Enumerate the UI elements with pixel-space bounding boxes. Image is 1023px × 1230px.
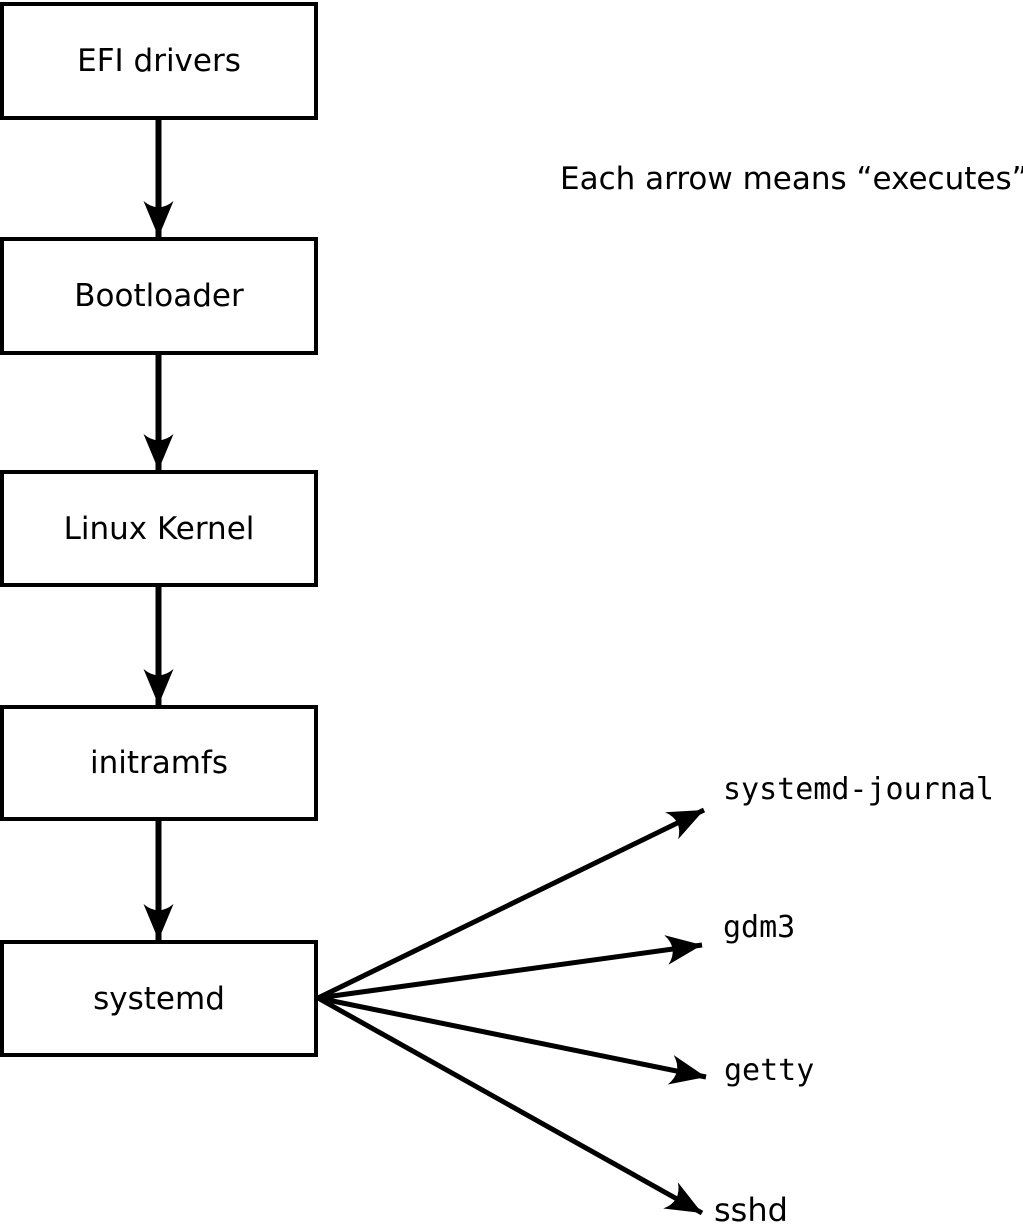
- note-text: Each arrow means “executes”.: [560, 161, 1023, 197]
- arrow-systemd-to-gdm3: [317, 935, 703, 1001]
- proc-label-getty: getty: [724, 1053, 815, 1088]
- node-efi-drivers-label: EFI drivers: [77, 43, 241, 79]
- node-bootloader: Bootloader: [0, 237, 318, 355]
- node-initramfs: initramfs: [0, 705, 318, 821]
- arrow-systemd-to-getty: [317, 995, 707, 1085]
- node-initramfs-label: initramfs: [89, 745, 229, 781]
- proc-label-gdm3: gdm3: [723, 910, 796, 945]
- node-linux-kernel-label: Linux Kernel: [63, 510, 255, 547]
- node-systemd-label: systemd: [93, 980, 225, 1017]
- node-systemd: systemd: [0, 940, 318, 1057]
- arrow-systemd-to-sshd: [316, 995, 704, 1216]
- node-linux-kernel: Linux Kernel: [0, 470, 318, 587]
- node-bootloader-label: Bootloader: [74, 278, 244, 314]
- proc-label-systemd-journal: systemd-journal: [723, 772, 994, 807]
- arrow-systemd-to-journal: [316, 807, 706, 1001]
- proc-label-sshd: sshd: [714, 1191, 788, 1229]
- node-efi-drivers: EFI drivers: [0, 2, 318, 120]
